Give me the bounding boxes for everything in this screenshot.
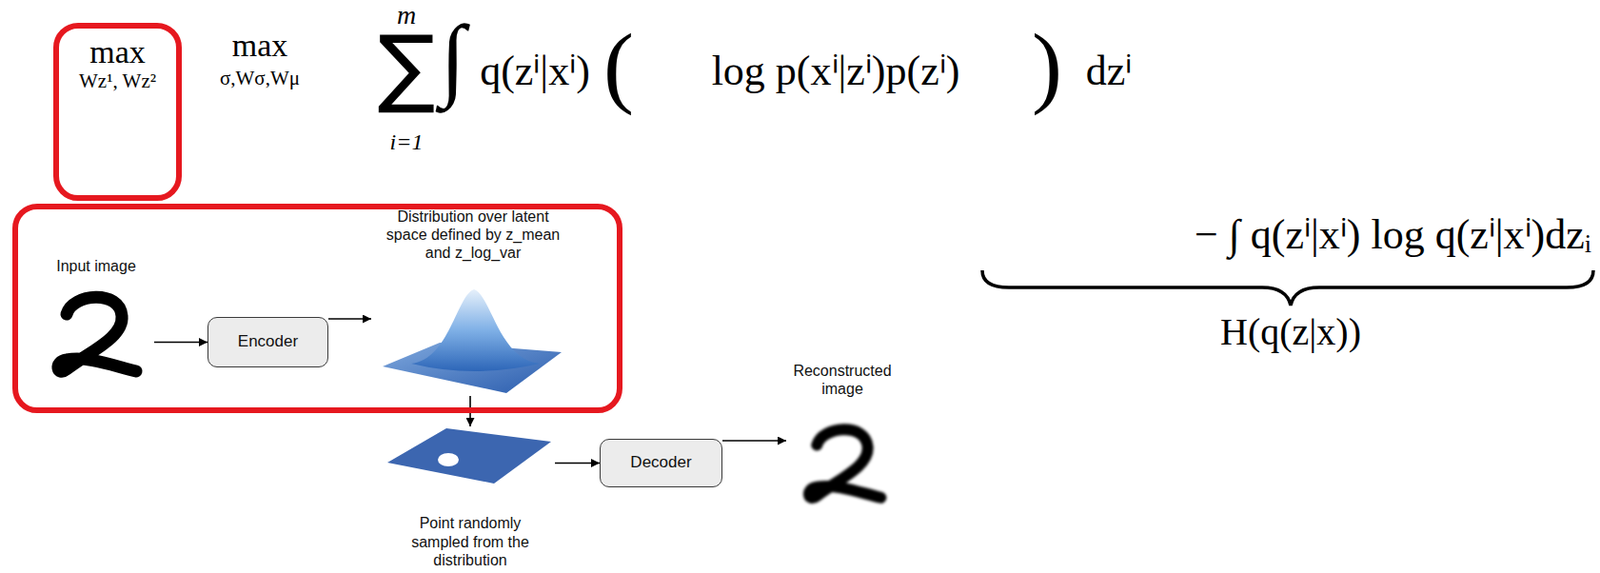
- flow-arrow: [722, 439, 787, 442]
- process-box: Encoder: [207, 316, 329, 368]
- formula-text: i=1: [390, 129, 424, 157]
- node-label: Distribution over latent space defined b…: [377, 207, 569, 263]
- node-label: max: [89, 34, 146, 70]
- formula-text: H(q(z|x)): [1220, 310, 1362, 355]
- node-label: Encoder: [237, 332, 298, 352]
- formula-text: σ,Wσ,Wμ: [219, 66, 300, 90]
- node-label: Decoder: [630, 453, 692, 473]
- flow-arrow: [328, 317, 372, 320]
- operator-box: maxWz¹, Wz²: [53, 22, 182, 201]
- formula-text: ∫: [440, 5, 466, 111]
- formula-text: (: [603, 13, 634, 119]
- reconstructed-digit: [809, 429, 881, 498]
- sample-node: Point randomly sampled from the distribu…: [385, 426, 555, 570]
- underbrace: [982, 270, 1594, 306]
- node-label: Input image: [56, 256, 137, 276]
- formula-text: max: [232, 26, 289, 64]
- encoder-group: Input imageEncoder Distribution over late…: [12, 203, 623, 414]
- formula-text: ): [1031, 13, 1063, 119]
- image-node: Reconstructed image: [786, 361, 899, 514]
- flow-arrow: [154, 341, 208, 344]
- latent-plane: [387, 428, 552, 484]
- node-subtext: Wz¹, Wz²: [79, 69, 157, 94]
- formula-text: dzⁱ: [1086, 47, 1133, 97]
- image-node: Input image: [38, 256, 155, 391]
- formula-text: q(zⁱ|xⁱ): [479, 47, 591, 97]
- formula-text: log p(xⁱ|zⁱ)p(zⁱ): [711, 47, 961, 97]
- process-box: Decoder: [599, 438, 723, 488]
- gaussian-surface: [382, 289, 562, 394]
- formula-text: − ∫ q(zⁱ|xⁱ) log q(zⁱ|xⁱ)dzᵢ: [1194, 211, 1592, 260]
- node-label: Reconstructed image: [789, 361, 896, 398]
- formula-text: ∑: [377, 17, 436, 117]
- flow-arrow: [554, 462, 600, 465]
- input-digit: [58, 296, 137, 372]
- distribution-node: Distribution over latent space defined b…: [371, 207, 575, 396]
- node-label: Point randomly sampled from the distribu…: [408, 513, 533, 570]
